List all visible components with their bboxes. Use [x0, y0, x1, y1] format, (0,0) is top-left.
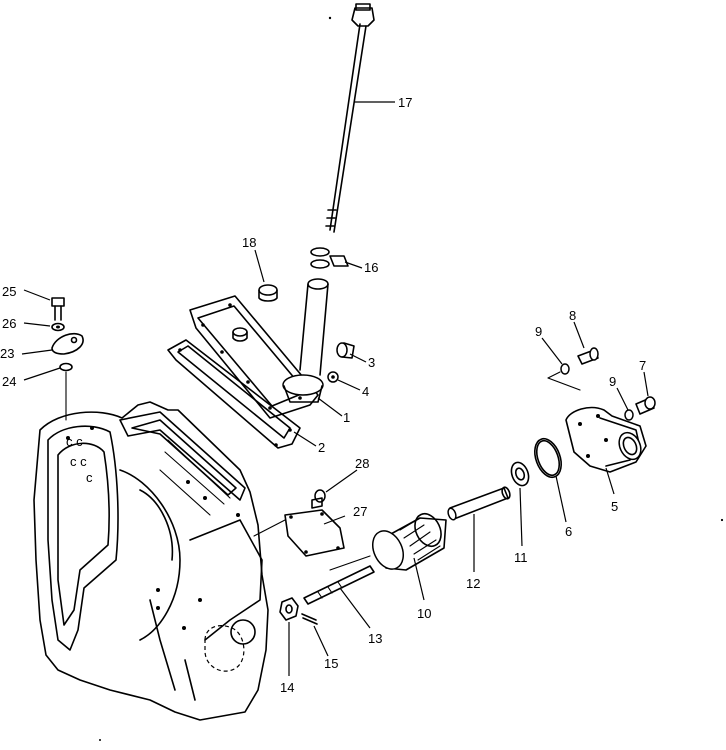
paper-specks: [99, 16, 724, 741]
o-ring-24: [59, 362, 73, 421]
o-rings-16: [310, 247, 349, 269]
washer-9b: [624, 409, 634, 421]
bolt-28: [311, 489, 326, 509]
leader-lines: [21, 101, 649, 676]
svg-text:c c: c c: [66, 434, 83, 449]
callout-28: 28: [355, 456, 369, 471]
callout-13: 13: [368, 631, 382, 646]
o-ring-6: [534, 437, 562, 479]
shaft-13: [303, 565, 375, 605]
svg-text:c: c: [86, 470, 93, 485]
callout-25: 25: [2, 284, 16, 299]
callout-16: 16: [364, 260, 378, 275]
bolt-7: [635, 396, 656, 415]
callout-labels: 17 16 18 25 26 23 24 3 4 1 2 28 27 8 9 7…: [0, 95, 646, 695]
bracket-line: [547, 371, 581, 391]
filter-element: [329, 512, 447, 571]
bolt-3: [336, 342, 355, 359]
shim-11: [510, 461, 530, 487]
callout-1: 1: [343, 410, 350, 425]
callout-4: 4: [362, 384, 369, 399]
callout-27: 27: [353, 504, 367, 519]
callout-18: 18: [242, 235, 256, 250]
gasket-plate: [167, 339, 301, 449]
spring-pin-15: [301, 613, 318, 625]
callout-17: 17: [398, 95, 412, 110]
callout-10: 10: [417, 606, 431, 621]
plug-18: [232, 284, 278, 342]
cover-23: [51, 332, 84, 355]
svg-text:c c: c c: [70, 454, 87, 469]
callout-9-upper: 9: [535, 324, 542, 339]
callout-26: 26: [2, 316, 16, 331]
callout-23: 23: [0, 346, 14, 361]
flywheel-housing: c c c c c: [33, 401, 269, 721]
callout-12: 12: [466, 576, 480, 591]
bolt-8: [577, 347, 599, 365]
bolt-25: [51, 297, 65, 321]
callout-7: 7: [639, 358, 646, 373]
washer-4: [327, 371, 339, 383]
washer-9a: [560, 363, 570, 375]
washer-26: [51, 322, 65, 332]
cover-5: [565, 406, 647, 473]
callout-5: 5: [611, 499, 618, 514]
dipstick: [325, 3, 375, 233]
callout-2: 2: [318, 440, 325, 455]
nut-14: [279, 597, 299, 621]
callout-8: 8: [569, 308, 576, 323]
callout-3: 3: [368, 355, 375, 370]
plate-27: [253, 509, 345, 557]
callout-15: 15: [324, 656, 338, 671]
callout-24: 24: [2, 374, 16, 389]
callout-11: 11: [514, 550, 528, 565]
callout-9-lower: 9: [609, 374, 616, 389]
pipe-12: [447, 486, 511, 521]
callout-6: 6: [565, 524, 572, 539]
callout-14: 14: [280, 680, 294, 695]
filler-tube: [282, 278, 329, 403]
